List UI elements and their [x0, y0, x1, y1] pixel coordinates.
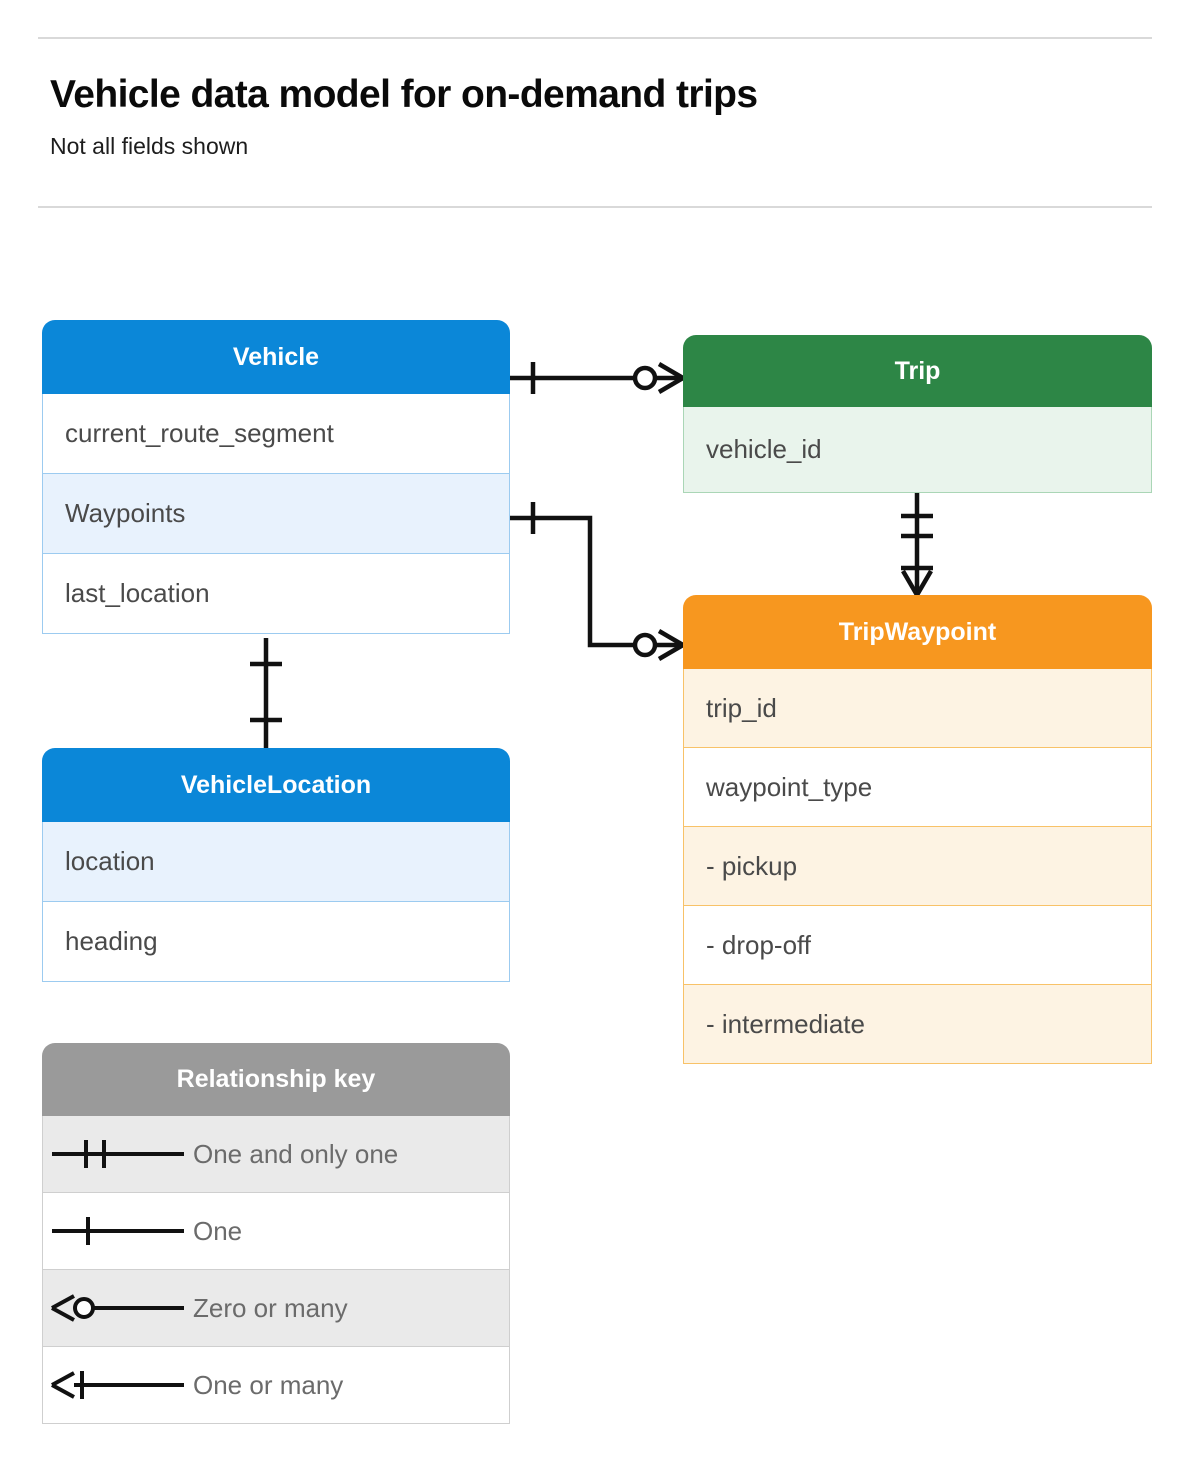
entity-trip-field-vehicle-id[interactable]: vehicle_id — [683, 407, 1152, 493]
legend-row-one-or-many: One or many — [42, 1347, 510, 1424]
one-or-many-icon — [43, 1365, 193, 1405]
entity-vehicle-title: Vehicle — [42, 320, 510, 394]
entity-vehicle-field-waypoints[interactable]: Waypoints — [42, 474, 510, 554]
one-and-only-one-icon — [43, 1134, 193, 1174]
connector-waypoints-tripwaypoint — [510, 502, 685, 661]
entity-trip[interactable]: Trip vehicle_id — [683, 335, 1152, 493]
connector-vehicle-trip — [510, 362, 685, 394]
entity-tripwaypoint-value-pickup[interactable]: - pickup — [683, 827, 1152, 906]
entity-trip-title: Trip — [683, 335, 1152, 407]
legend-label-one: One — [193, 1215, 243, 1246]
relationship-key-title: Relationship key — [42, 1043, 510, 1116]
legend-label-one-or-many: One or many — [193, 1369, 344, 1400]
legend-row-one: One — [42, 1193, 510, 1270]
entity-vehiclelocation-field-heading[interactable]: heading — [42, 902, 510, 982]
entity-tripwaypoint[interactable]: TripWaypoint trip_id waypoint_type - pic… — [683, 595, 1152, 1064]
legend-label-one-and-only-one: One and only one — [193, 1138, 399, 1169]
legend-label-zero-or-many: Zero or many — [193, 1292, 348, 1323]
entity-tripwaypoint-title: TripWaypoint — [683, 595, 1152, 669]
entity-tripwaypoint-value-drop-off[interactable]: - drop-off — [683, 906, 1152, 985]
bottom-divider — [38, 206, 1152, 208]
entity-tripwaypoint-value-intermediate[interactable]: - intermediate — [683, 985, 1152, 1064]
one-icon — [43, 1211, 193, 1251]
top-divider — [38, 37, 1152, 39]
entity-tripwaypoint-field-trip-id[interactable]: trip_id — [683, 669, 1152, 748]
entity-tripwaypoint-field-waypoint-type[interactable]: waypoint_type — [683, 748, 1152, 827]
relationship-key-legend: Relationship key One and only one One — [42, 1043, 510, 1424]
connector-trip-tripwaypoint — [901, 490, 933, 597]
entity-vehicle-field-last-location[interactable]: last_location — [42, 554, 510, 634]
entity-vehicle-field-current-route-segment[interactable]: current_route_segment — [42, 394, 510, 474]
page-subtitle: Not all fields shown — [50, 133, 249, 159]
entity-vehicle[interactable]: Vehicle current_route_segment Waypoints … — [42, 320, 510, 634]
legend-row-one-and-only-one: One and only one — [42, 1116, 510, 1193]
entity-vehiclelocation-field-location[interactable]: location — [42, 822, 510, 902]
zero-or-many-icon — [43, 1288, 193, 1328]
page-title: Vehicle data model for on-demand trips — [50, 73, 758, 116]
connector-vehicle-vehiclelocation — [250, 638, 282, 748]
entity-vehiclelocation-title: VehicleLocation — [42, 748, 510, 822]
entity-vehiclelocation[interactable]: VehicleLocation location heading — [42, 748, 510, 982]
legend-row-zero-or-many: Zero or many — [42, 1270, 510, 1347]
